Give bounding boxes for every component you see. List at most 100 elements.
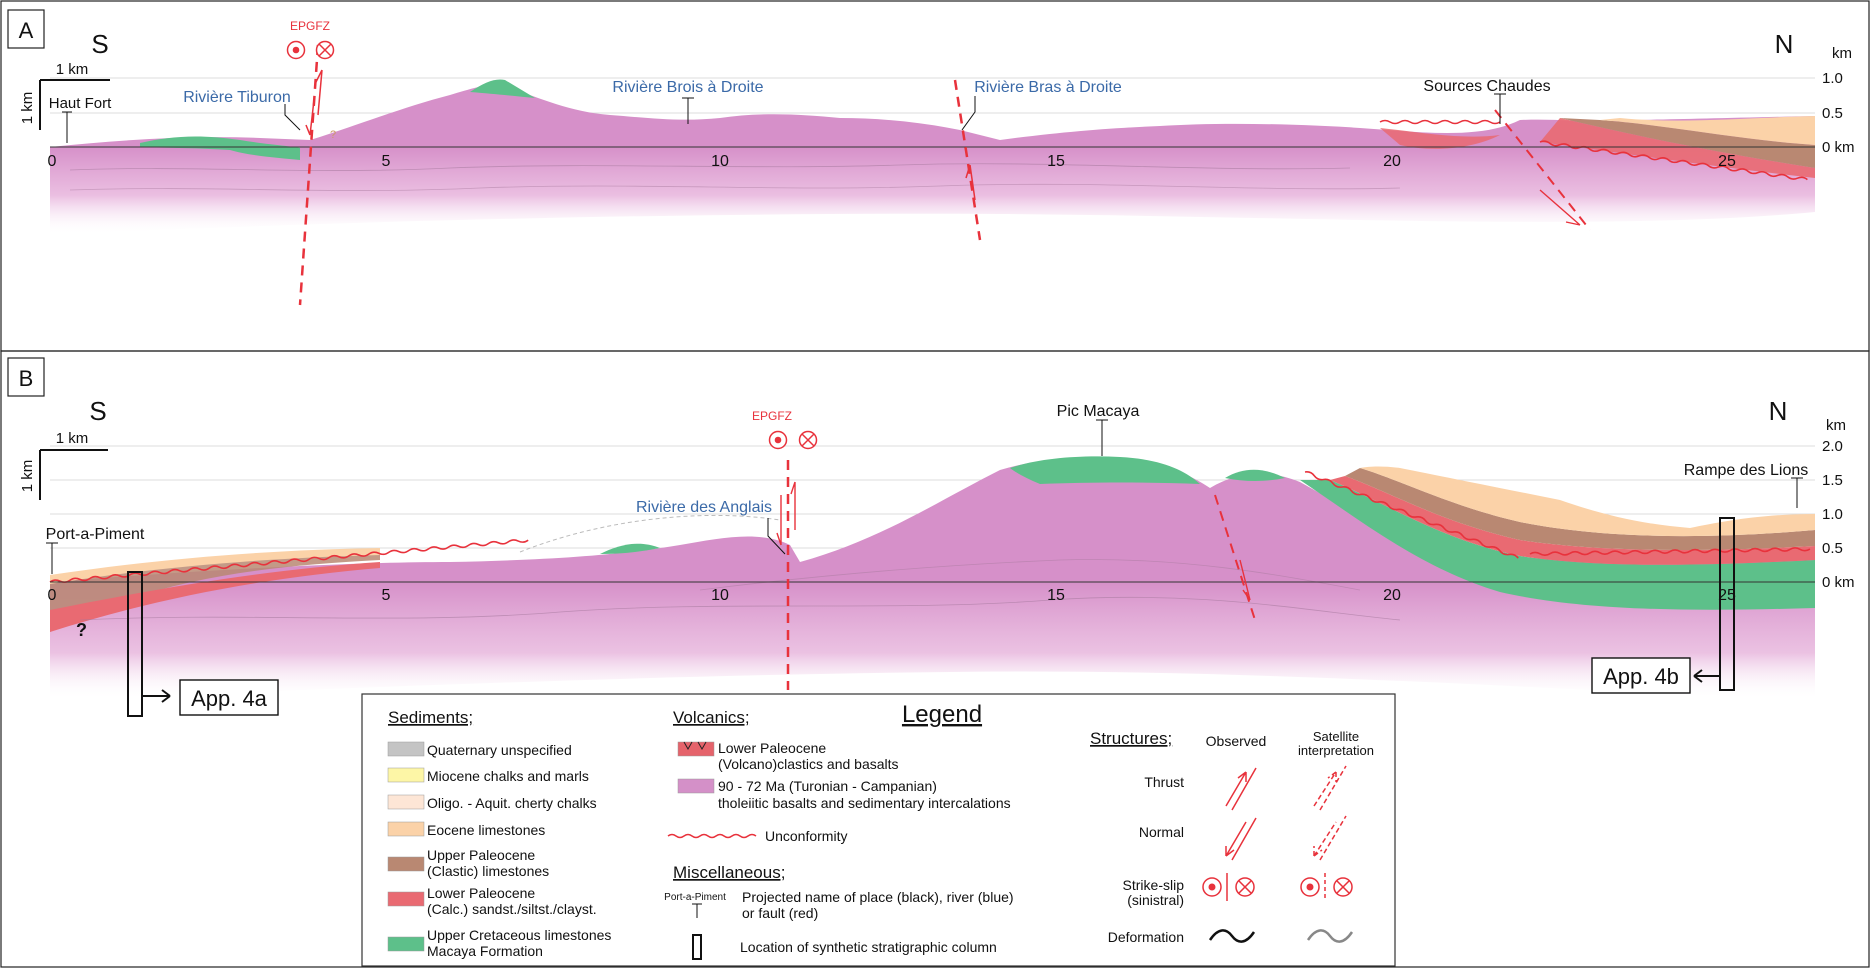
legend-misc-column: Location of synthetic stratigraphic colu… — [740, 939, 997, 955]
panel-b-unconformity-north — [1304, 471, 1519, 559]
legend-volcanic-1b: tholeiitic basalts and sedimentary inter… — [718, 795, 1011, 811]
legend-column-icon — [692, 934, 702, 960]
panel-b-fault-arrows — [776, 481, 796, 546]
legend-normal: Normal — [1139, 824, 1184, 840]
panel-b-tick-0: 0 — [48, 587, 57, 604]
panel-a-scale-bar — [39, 79, 110, 130]
legend: Legend Sediments; Quaternary unspecified… — [361, 693, 1396, 967]
panel-a: A S N 1 km 1 km — [7, 9, 1855, 306]
panel-a-elev-1: 1.0 — [1822, 70, 1843, 87]
panel-a-tiburon-marker — [284, 104, 301, 131]
panel-a-river-tiburon: Rivière Tiburon — [183, 89, 291, 106]
panel-b-macaya-marker — [1096, 419, 1108, 456]
panel-a-basement — [50, 147, 1815, 235]
swatch-upper-paleocene — [387, 856, 425, 872]
panel-a-bras-fault-arrow — [965, 164, 976, 201]
panel-b-tick-10: 10 — [711, 587, 729, 604]
panel-b-macaya-cap — [1010, 456, 1200, 484]
legend-structures-heading: Structures; — [1090, 729, 1172, 748]
legend-sediment-6b: Macaya Formation — [427, 943, 543, 959]
panel-b-tick-20: 20 — [1383, 587, 1401, 604]
panel-a-eocene — [1600, 116, 1815, 145]
legend-unconformity-icon — [667, 833, 757, 839]
panel-a-elev-0: 0 km — [1822, 139, 1855, 156]
volcanic-pattern-icon — [683, 741, 707, 751]
panel-a-haut-fort-marker — [62, 111, 72, 143]
legend-sediment-4: Upper Paleocene — [427, 847, 535, 863]
panel-b-elev-2: 2.0 — [1822, 438, 1843, 455]
panel-b-rampe-des-lions: Rampe des Lions — [1684, 462, 1809, 479]
panel-b-unconformity-north-2 — [1529, 547, 1811, 557]
legend-satellite-2: interpretation — [1298, 743, 1374, 758]
legend-sediment-4b: (Clastic) limestones — [427, 863, 549, 879]
panel-a-tick-0: 0 — [48, 153, 57, 170]
panel-b-scale-bar — [39, 449, 108, 500]
legend-deformation-satellite-icon — [1306, 929, 1354, 943]
panel-b-projected-surface — [519, 514, 781, 553]
legend-frame — [361, 693, 1396, 967]
panel-b-frame — [0, 350, 1870, 968]
panel-a-tick-25: 25 — [1718, 153, 1736, 170]
legend-strike-slip-1: Strike-slip — [1123, 877, 1185, 893]
panel-a-scale-h: 1 km — [56, 61, 89, 78]
panel-b-strike-slip-dot-center-icon — [774, 436, 782, 444]
panel-b-fault-name: EPGFZ — [752, 409, 792, 423]
legend-sediments-heading: Sediments; — [388, 708, 473, 727]
panel-b-tick-5: 5 — [382, 587, 391, 604]
panel-b-port-a-piment: Port-a-Piment — [46, 526, 145, 543]
legend-sediment-5: Lower Paleocene — [427, 885, 535, 901]
panel-b-river-anglais: Rivière des Anglais — [636, 499, 772, 516]
panel-a-unit-km: km — [1832, 45, 1852, 62]
panel-a-fault-name: EPGFZ — [290, 19, 330, 33]
panel-a-tick-20: 20 — [1383, 153, 1401, 170]
panel-a-sources-chaudes: Sources Chaudes — [1423, 78, 1550, 95]
panel-a-river-brois: Rivière Brois à Droite — [612, 79, 763, 96]
legend-deformation-observed-icon — [1208, 929, 1256, 943]
panel-a-km-ticks: 0 5 10 15 20 25 — [48, 153, 1736, 170]
swatch-oligo-aquit — [387, 794, 425, 810]
swatch-quaternary — [387, 741, 425, 757]
panel-b-layering-2 — [699, 559, 1361, 591]
panel-a-south: S — [91, 29, 108, 59]
panel-a-layering-2 — [69, 183, 1401, 191]
panel-b-label-box — [7, 357, 45, 397]
panel-b-tick-25: 25 — [1718, 587, 1736, 604]
panel-b-app-4b: App. 4b — [1603, 664, 1679, 689]
swatch-eocene — [387, 821, 425, 837]
panel-b-macaya-fault-arrow — [1239, 559, 1251, 601]
panel-a-scale-v: 1 km — [19, 92, 36, 125]
panel-a-label: A — [19, 18, 34, 43]
legend-volcanics-heading: Volcanics; — [673, 708, 750, 727]
panel-b-port-marker — [46, 542, 58, 574]
panel-a-lower-paleocene — [1540, 118, 1815, 178]
panel-b-app-4a: App. 4a — [191, 686, 268, 711]
legend-thrust: Thrust — [1144, 774, 1184, 790]
panel-b-rampe-marker — [1791, 477, 1803, 508]
legend-deformation: Deformation — [1108, 929, 1184, 945]
panel-a-fault-arrows — [305, 69, 323, 136]
panel-b-pic-macaya: Pic Macaya — [1057, 403, 1140, 420]
legend-sediment-5b: (Calc.) sandst./siltst./clayst. — [427, 901, 597, 917]
panel-b-topography-basalts — [50, 457, 1815, 582]
panel-a-tick-10: 10 — [711, 153, 729, 170]
panel-a-bras-marker — [961, 96, 976, 131]
legend-volcanic-0: Lower Paleocene — [718, 740, 826, 756]
legend-sediment-6: Upper Cretaceous limestones — [427, 927, 611, 943]
legend-satellite-1: Satellite — [1313, 729, 1359, 744]
panel-b-anglais-marker — [767, 518, 786, 555]
panel-b-column-4a — [127, 571, 143, 717]
legend-observed: Observed — [1206, 733, 1267, 749]
legend-sediments: Quaternary unspecified Miocene chalks an… — [387, 741, 611, 959]
panel-b-southern-lower-paleocene — [50, 562, 380, 632]
panel-a-tick-5: 5 — [382, 153, 391, 170]
panel-b-macaya-fault — [1214, 494, 1256, 621]
panel-a-elev-05: 0.5 — [1822, 105, 1843, 122]
legend-strike-slip-2: (sinistral) — [1127, 892, 1184, 908]
panel-a-upper-paleocene — [1560, 118, 1815, 168]
panel-a-river-bras: Rivière Bras à Droite — [974, 79, 1122, 96]
panel-a-bras-fault — [953, 79, 982, 241]
legend-sediment-0: Quaternary unspecified — [427, 742, 572, 758]
panel-b-scale-h: 1 km — [56, 430, 89, 447]
panel-b-arrow-4b-icon — [1693, 669, 1720, 683]
panel-b-elev-1: 1.0 — [1822, 506, 1843, 523]
